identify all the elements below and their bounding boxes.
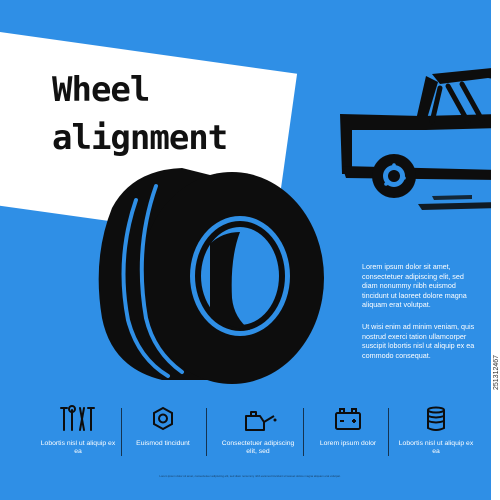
feature-item-tools: Lobortis nisl ut aliquip ex ea bbox=[38, 400, 118, 462]
feature-item-oil-can: Consectetuer adipiscing elit, sed bbox=[218, 400, 298, 462]
title-line-1: Wheel bbox=[52, 70, 150, 110]
piston-icon bbox=[427, 406, 445, 431]
car-icon bbox=[340, 68, 500, 210]
feature-row: Lobortis nisl ut aliquip ex ea Euismod t… bbox=[38, 400, 494, 462]
oil-can-icon bbox=[245, 411, 277, 431]
feature-label-battery: Lorem ipsum dolor bbox=[319, 440, 377, 447]
feature-item-nut: Euismod tincidunt bbox=[123, 400, 203, 462]
feature-label-nut: Euismod tincidunt bbox=[136, 440, 190, 447]
feature-item-battery: Lorem ipsum dolor bbox=[308, 400, 388, 462]
feature-divider bbox=[388, 408, 389, 456]
tire-icon bbox=[98, 168, 324, 384]
title-line-2: alignment bbox=[52, 118, 228, 158]
feature-divider bbox=[206, 408, 207, 456]
feature-item-piston: Lobortis nisl ut aliquip ex ea bbox=[396, 400, 476, 462]
tools-icon bbox=[60, 405, 95, 431]
battery-icon bbox=[335, 408, 361, 430]
feature-label-tools: Lobortis nisl ut aliquip ex ea bbox=[40, 440, 116, 455]
feature-divider bbox=[121, 408, 122, 456]
page-title: Wheel alignment bbox=[52, 66, 228, 162]
description-paragraph-2: Ut wisi enim ad minim veniam, quis nostr… bbox=[362, 322, 475, 360]
stock-strip bbox=[491, 0, 500, 500]
feature-label-oil-can: Consectetuer adipiscing elit, sed bbox=[221, 440, 295, 455]
nut-icon bbox=[153, 406, 173, 431]
description-paragraph-1: Lorem ipsum dolor sit amet, consectetuer… bbox=[362, 262, 467, 310]
footnote: Lorem ipsum dolor sit amet, consectetuer… bbox=[159, 474, 341, 478]
feature-divider bbox=[303, 408, 304, 456]
feature-label-piston: Lobortis nisl ut aliquip ex ea bbox=[398, 440, 474, 455]
